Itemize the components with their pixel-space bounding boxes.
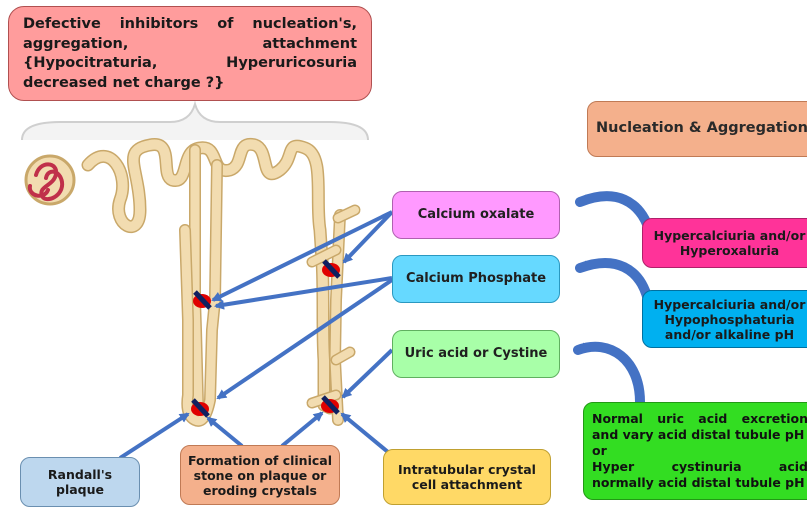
- intratubular-attachment-label: Intratubular crystal cell attachment: [398, 462, 536, 492]
- curved-arrows: [578, 196, 650, 402]
- calcium-oxalate-box: Calcium oxalate: [392, 191, 560, 239]
- nucleation-aggregation-box: Nucleation & Aggregation: [587, 101, 807, 157]
- hyperoxaluria-box: Hypercalciuria and/or Hyperoxaluria: [642, 218, 807, 268]
- normal-uric-acid-label: Normal uric acid excretion and vary acid…: [592, 411, 807, 491]
- nucleation-aggregation-label: Nucleation & Aggregation: [596, 120, 807, 137]
- nephron-tubule: [88, 144, 355, 420]
- crystal-marker-1: [193, 292, 211, 308]
- uric-acid-cystine-box: Uric acid or Cystine: [392, 330, 560, 378]
- calcium-phosphate-box: Calcium Phosphate: [392, 255, 560, 303]
- connector-arrows: [120, 212, 400, 462]
- hypophosphaturia-label: Hypercalciuria and/or Hypophosphaturia a…: [654, 297, 806, 342]
- normal-uric-acid-box: Normal uric acid excretion and vary acid…: [583, 402, 807, 500]
- curly-brace: [22, 104, 368, 140]
- uric-acid-cystine-label: Uric acid or Cystine: [405, 346, 548, 362]
- formation-clinical-stone-box: Formation of clinical stone on plaque or…: [180, 445, 340, 505]
- glomerulus: [26, 156, 74, 204]
- calcium-oxalate-label: Calcium oxalate: [418, 207, 535, 223]
- calcium-phosphate-label: Calcium Phosphate: [406, 271, 546, 287]
- defective-inhibitors-note: Defective inhibitors of nucleation's, ag…: [8, 6, 372, 101]
- intratubular-attachment-box: Intratubular crystal cell attachment: [383, 449, 551, 505]
- hypophosphaturia-box: Hypercalciuria and/or Hypophosphaturia a…: [642, 290, 807, 348]
- randalls-plaque-label: Randall's plaque: [48, 467, 112, 497]
- hyperoxaluria-label: Hypercalciuria and/or Hyperoxaluria: [654, 228, 806, 258]
- defective-inhibitors-text: Defective inhibitors of nucleation's, ag…: [23, 15, 357, 93]
- formation-clinical-stone-label: Formation of clinical stone on plaque or…: [188, 453, 332, 498]
